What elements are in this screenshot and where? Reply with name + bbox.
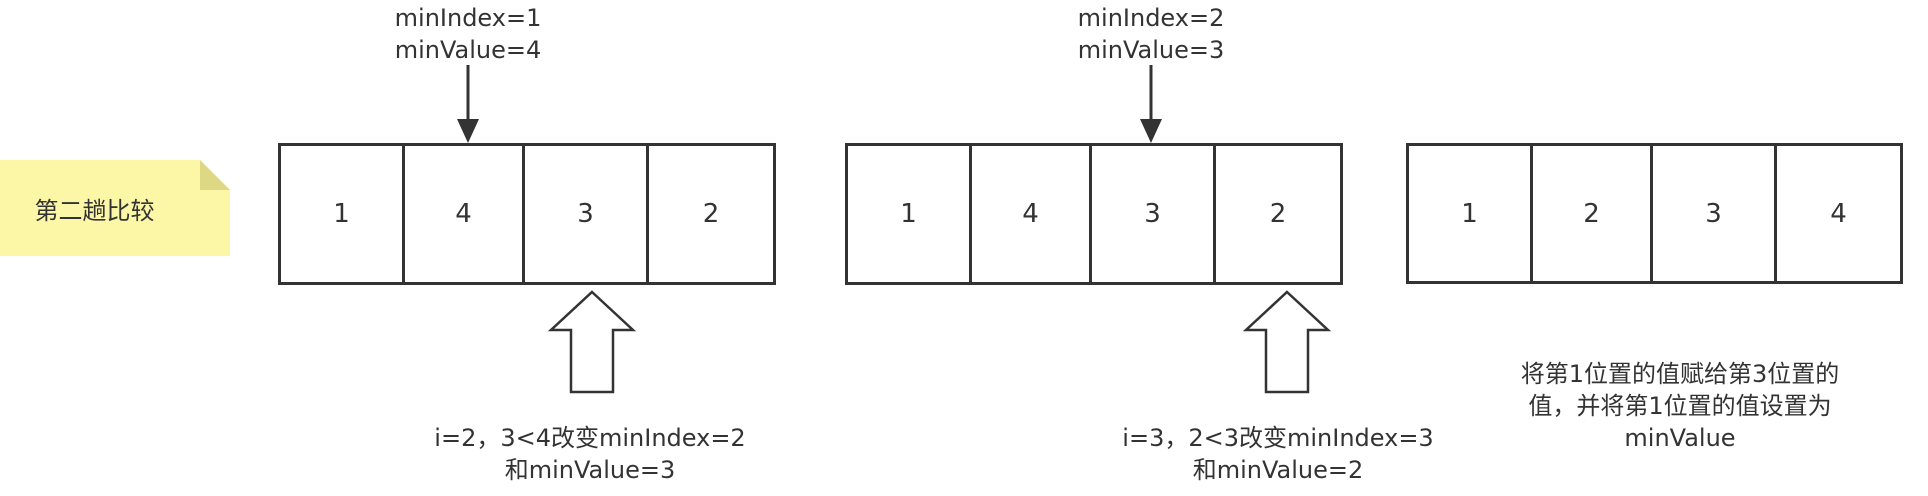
- array-3: 1 2 3 4: [1406, 143, 1903, 284]
- array-2-min-index: minIndex=2: [1077, 4, 1225, 32]
- array-1-cell-2: 3: [525, 146, 649, 282]
- sticky-note-shape: [0, 160, 230, 256]
- array-1-cell-3: 2: [702, 199, 720, 229]
- array-3-cell-2: 3: [1653, 146, 1777, 281]
- array-2-down-arrow: [1140, 65, 1162, 143]
- array-1: 1 4 3 2: [278, 143, 776, 285]
- array-2-cell-1: 4: [972, 146, 1092, 282]
- array-2-cell-0: 1: [848, 146, 972, 282]
- array-2-cell-2: 3: [1092, 146, 1216, 282]
- array-3-cell-1: 2: [1533, 146, 1653, 281]
- array-1-min-value: minValue=4: [394, 36, 542, 64]
- note-label: 第二趟比较: [34, 196, 155, 225]
- sticky-note: 第二趟比较: [0, 160, 230, 256]
- array-3-caption-line-3: minValue: [1624, 424, 1736, 452]
- array-2-caption: i=3，2<3改变minIndex=3 和minValue=2: [1108, 422, 1448, 486]
- array-2-min-value: minValue=3: [1077, 36, 1225, 64]
- array-2-caption-line-1: i=3，2<3改变minIndex=3: [1122, 424, 1434, 452]
- array-1-caption-line-2: 和minValue=3: [504, 456, 676, 484]
- array-2-top-label: minIndex=2 minValue=3: [1066, 2, 1236, 66]
- array-1-caption-line-1: i=2，3<4改变minIndex=2: [434, 424, 746, 452]
- array-3-caption: 将第1位置的值赋给第3位置的 值，并将第1位置的值设置为 minValue: [1490, 358, 1870, 454]
- array-2-caption-line-2: 和minValue=2: [1192, 456, 1364, 484]
- array-2: 1 4 3 2: [845, 143, 1343, 285]
- array-1-down-arrow: [457, 65, 479, 143]
- array-1-caption: i=2，3<4改变minIndex=2 和minValue=3: [420, 422, 760, 486]
- array-3-caption-line-2: 值，并将第1位置的值设置为: [1528, 392, 1832, 420]
- array-2-up-arrow: [1242, 290, 1332, 394]
- array-1-min-index: minIndex=1: [394, 4, 542, 32]
- array-3-cell-0: 1: [1409, 146, 1533, 281]
- array-1-up-arrow: [547, 290, 637, 394]
- array-2-cell-3: 2: [1269, 199, 1287, 229]
- array-1-cell-0: 1: [281, 146, 405, 282]
- array-1-cell-1: 4: [405, 146, 525, 282]
- array-3-cell-3: 4: [1830, 198, 1847, 229]
- array-3-caption-line-1: 将第1位置的值赋给第3位置的: [1520, 360, 1840, 388]
- array-1-top-label: minIndex=1 minValue=4: [383, 2, 553, 66]
